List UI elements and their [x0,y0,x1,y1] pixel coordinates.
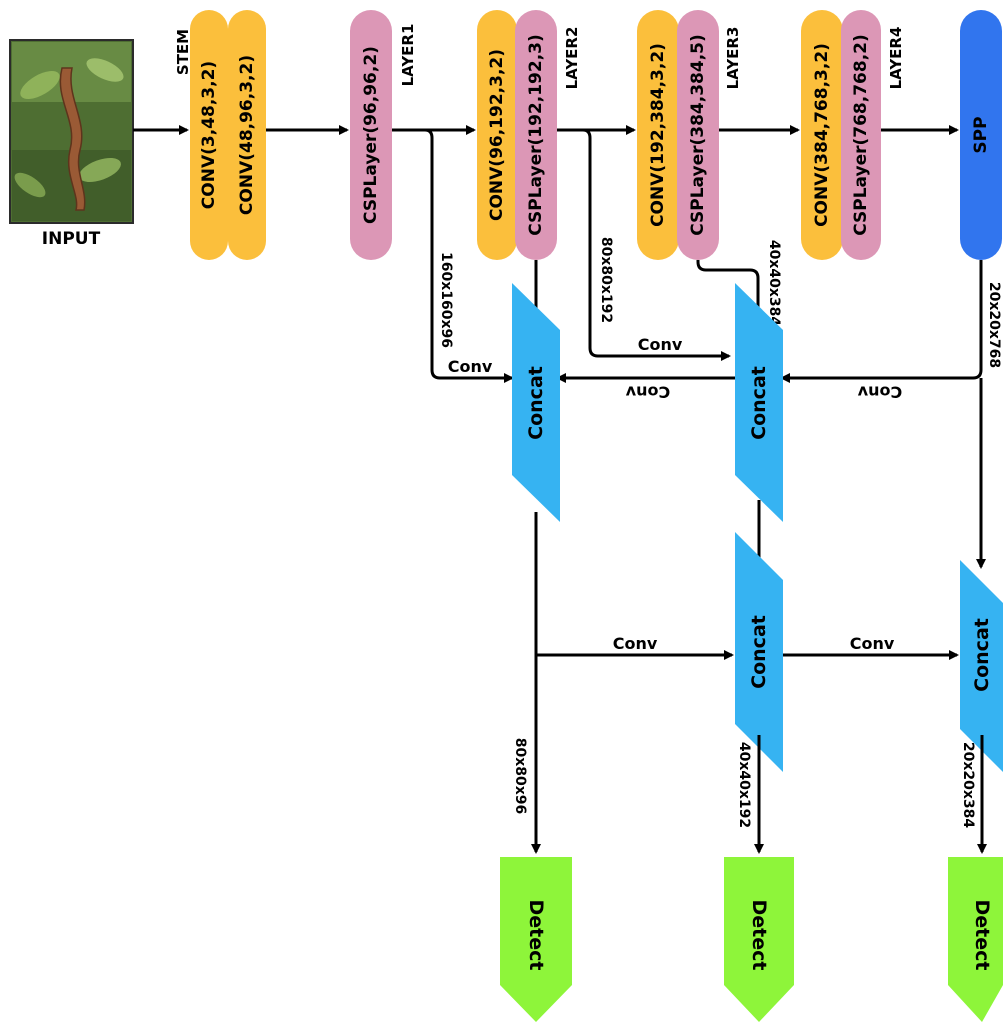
layer2-csp [515,10,557,260]
edge-label-conv-layer2: Conv [638,335,683,354]
layer3-csp-label: CSPLayer(384,384,5) [688,34,708,236]
detect-medium: Detect [724,857,794,1022]
stem-conv-2-label: CONV(48,96,3,2) [237,55,257,215]
layer4-block: CONV(384,768,3,2) CSPLayer(768,768,2) LA… [801,10,905,260]
detect-small-label: Detect [525,900,547,971]
layer2-conv [477,10,517,260]
edge-label-conv-top-right: Conv [857,383,902,402]
layer1-title: LAYER1 [399,24,417,87]
stem-conv-1 [190,10,228,260]
layer3-csp [677,10,719,260]
layer2-title: LAYER2 [563,27,581,90]
concat-right-shape [960,560,1003,772]
concat-mid-bottom-shape [735,532,783,772]
dim-layer1-out: 160x160x96 [438,252,454,348]
concat-right-label: Concat [971,618,993,692]
layer1-csp [350,10,392,260]
layer2-conv-label: CONV(96,192,3,2) [487,49,507,221]
dim-out-medium: 40x40x192 [736,742,752,828]
dim-layer2-out: 80x80x192 [598,237,614,323]
layer1-csp-label: CSPLayer(96,96,2) [361,46,381,224]
detect-large-label: Detect [971,900,993,971]
concat-mid-top-label: Concat [748,366,770,440]
detect-medium-label: Detect [748,900,770,971]
layer3-conv-label: CONV(192,384,3,2) [648,43,668,227]
input-label: INPUT [42,229,101,249]
concat-mid-bottom-label: Concat [748,615,770,689]
stem-conv-1-label: CONV(3,48,3,2) [199,61,219,209]
edge-layer1-concat-left [424,128,514,383]
layer1-block: CSPLayer(96,96,2) LAYER1 [350,10,417,260]
layer4-csp [841,10,881,260]
dim-out-large: 20x20x384 [960,742,976,829]
input-node: INPUT [9,39,134,249]
stem-title: STEM [174,29,192,75]
layer4-conv-label: CONV(384,768,3,2) [812,43,832,227]
concat-left-shape [512,283,560,522]
edge-layer2-concat-mid [582,128,731,361]
layer3-title: LAYER3 [724,27,742,90]
pod-shape [59,67,86,211]
spp-pill [960,10,1002,260]
layer3-block: CONV(192,384,3,2) CSPLayer(384,384,5) LA… [637,10,742,260]
concat-right: Concat [960,560,1003,772]
layer2-csp-label: CSPLayer(192,192,3) [526,34,546,236]
layer2-block: CONV(96,192,3,2) CSPLayer(192,192,3) LAY… [477,10,581,260]
edge-layer3-concat-mid [696,260,763,324]
spp-label: SPP [971,116,991,153]
dim-spp-out: 20x20x768 [986,282,1002,368]
stem-conv-2 [228,10,266,260]
detect-medium-shape [724,857,794,1022]
concat-mid-bottom: Concat [735,532,783,772]
layer4-conv [801,10,843,260]
layer4-title: LAYER4 [887,27,905,90]
layer4-csp-label: CSPLayer(768,768,2) [851,34,871,236]
edge-label-conv-top-left: Conv [625,383,670,402]
edge-label-conv-bottom-left: Conv [613,634,658,653]
edge-label-conv-bottom-right: Conv [850,634,895,653]
dim-out-small: 80x80x96 [512,738,528,815]
concat-left: Concat [512,283,560,522]
detect-large: Detect [948,857,1003,1022]
stem-block: CONV(3,48,3,2) CONV(48,96,3,2) STEM [174,10,266,260]
concat-left-label: Concat [525,366,547,440]
layer3-conv [637,10,679,260]
edge-label-conv-layer1: Conv [448,357,493,376]
dim-layer3-out: 40x40x384 [766,240,782,327]
detect-small: Detect [500,857,572,1022]
detect-small-shape [500,857,572,1022]
spp-block: SPP [960,10,1002,260]
concat-mid-top: Concat [735,283,783,522]
detect-large-shape [948,857,1003,1022]
edge-spp-concat-mid [780,260,983,383]
concat-mid-top-shape [735,283,783,522]
